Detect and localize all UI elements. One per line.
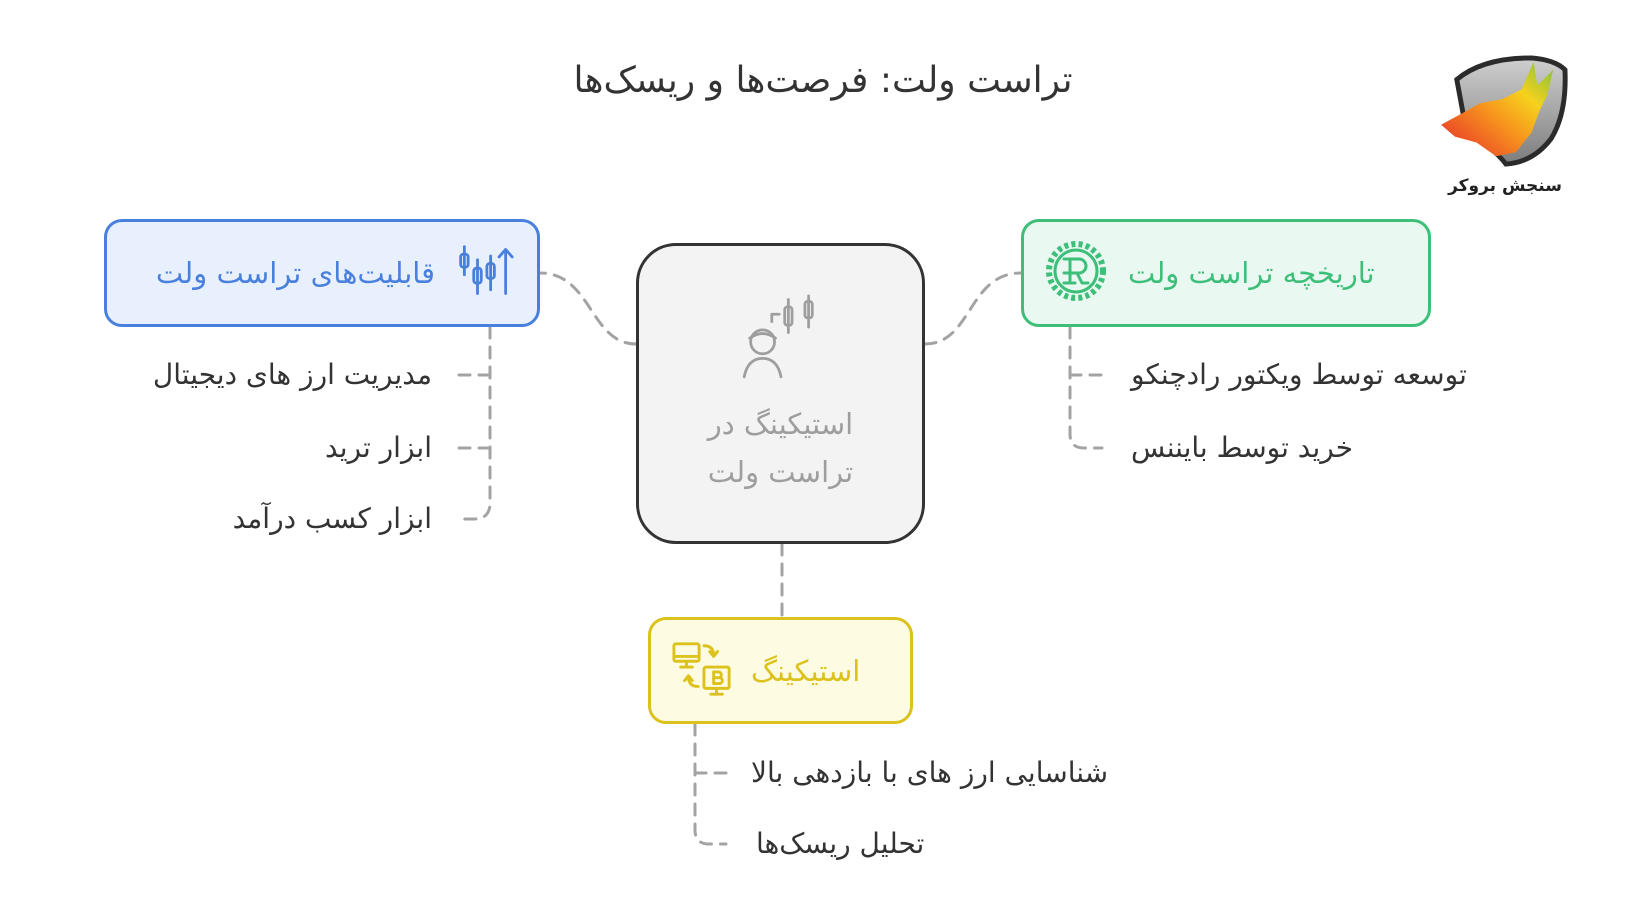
gear-r-icon [1044,239,1108,307]
connector-left-trunk [454,325,492,521]
node-staking: استیکینگ [648,617,913,724]
left-child-item: ابزار کسب درآمد [232,502,432,535]
node-label: قابلیت‌های تراست ولت [155,256,435,290]
connector-center-to-left [538,271,638,346]
node-trust-wallet-features: قابلیت‌های تراست ولت [104,219,540,327]
left-child-item: ابزار ترید [325,431,432,464]
bottom-child-item: شناسایی ارز های با بازدهی بالا [751,756,1109,789]
candlestick-chart-icon [455,241,515,305]
node-label: تاریخچه تراست ولت [1128,256,1375,290]
center-label-line-2: تراست ولت [707,455,854,489]
bottom-child-item: تحلیل ریسک‌ها [756,827,925,860]
person-candlestick-icon [742,294,814,379]
brand-logo: سنجش بروکر [1434,52,1576,196]
connector-bottom-trunk [693,722,728,846]
node-label: استیکینگ [751,653,861,688]
logo-text: سنجش بروکر [1448,176,1562,196]
right-child-item: توسعه توسط ویکتور رادچنکو [1131,358,1467,391]
shield-bull-logo-icon [1441,55,1568,167]
page-title: تراست ولت: فرصت‌ها و ریسک‌ها [573,60,1073,101]
computer-bitcoin-icon [671,638,733,704]
center-label-line-1: استیکینگ در [707,407,854,441]
connector-center-to-right [923,271,1023,346]
connector-right-trunk [1068,325,1104,450]
center-node: استیکینگ در تراست ولت [636,243,925,544]
right-child-item: خرید توسط بایننس [1131,431,1354,464]
left-child-item: مدیریت ارز های دیجیتال [152,358,432,391]
node-trust-wallet-history: تاریخچه تراست ولت [1021,219,1431,327]
